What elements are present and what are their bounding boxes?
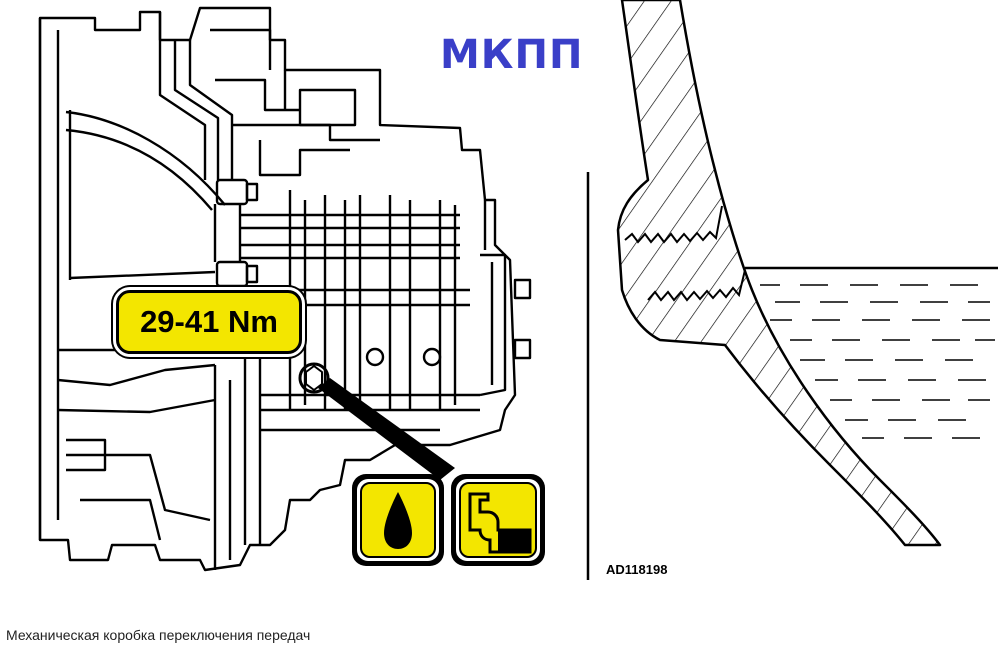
figure-caption: Механическая коробка переключения переда… — [6, 627, 311, 643]
figure-code: AD118198 — [606, 562, 668, 577]
oil-region — [745, 268, 998, 450]
diagram-title: МКПП — [440, 32, 584, 78]
cross-section-illustration — [616, 0, 998, 547]
pointer-wedge — [318, 378, 455, 480]
oil-level-icon — [451, 474, 545, 566]
drain-plug — [298, 362, 330, 394]
gearbox-illustration — [38, 6, 532, 572]
torque-spec-label: 29-41 Nm — [113, 287, 305, 357]
housing-wall-section — [616, 0, 942, 547]
oil-drop-icon — [352, 474, 444, 566]
housing-outline — [38, 6, 517, 572]
